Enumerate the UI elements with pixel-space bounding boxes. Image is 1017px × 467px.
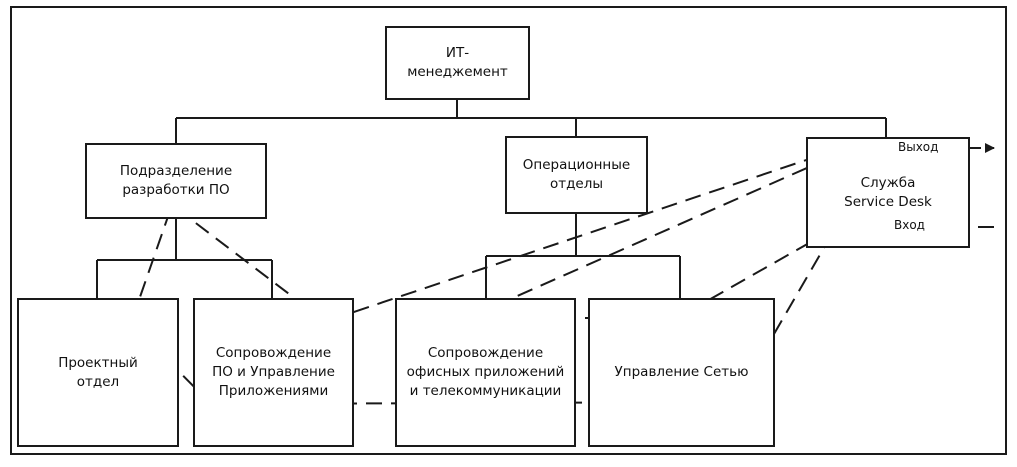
node-service-desk: Служба Service Desk	[806, 137, 970, 248]
flow-label-output: Выход	[896, 140, 941, 154]
flow-label-input: Вход	[892, 218, 927, 232]
node-office-support: Сопровождение офисных приложений и телек…	[395, 298, 576, 447]
node-project-dept: Проектный отдел	[17, 298, 179, 447]
flow-arrow-dev-to-sw	[175, 207, 319, 317]
node-ops-departments: Операционные отделы	[505, 136, 648, 214]
flow-arrow-project-to-dev	[131, 204, 174, 321]
node-it-management: ИТ- менеджемент	[385, 26, 530, 100]
node-sw-support: Сопровождение ПО и Управление Приложения…	[193, 298, 354, 447]
flow-arrow-office-to-desk	[471, 155, 835, 317]
node-network-mgmt: Управление Сетью	[588, 298, 775, 447]
flow-arrow-sw-to-desk	[329, 148, 837, 321]
node-dev-division: Подразделение разработки ПО	[85, 143, 267, 219]
diagram-frame	[10, 6, 1007, 455]
